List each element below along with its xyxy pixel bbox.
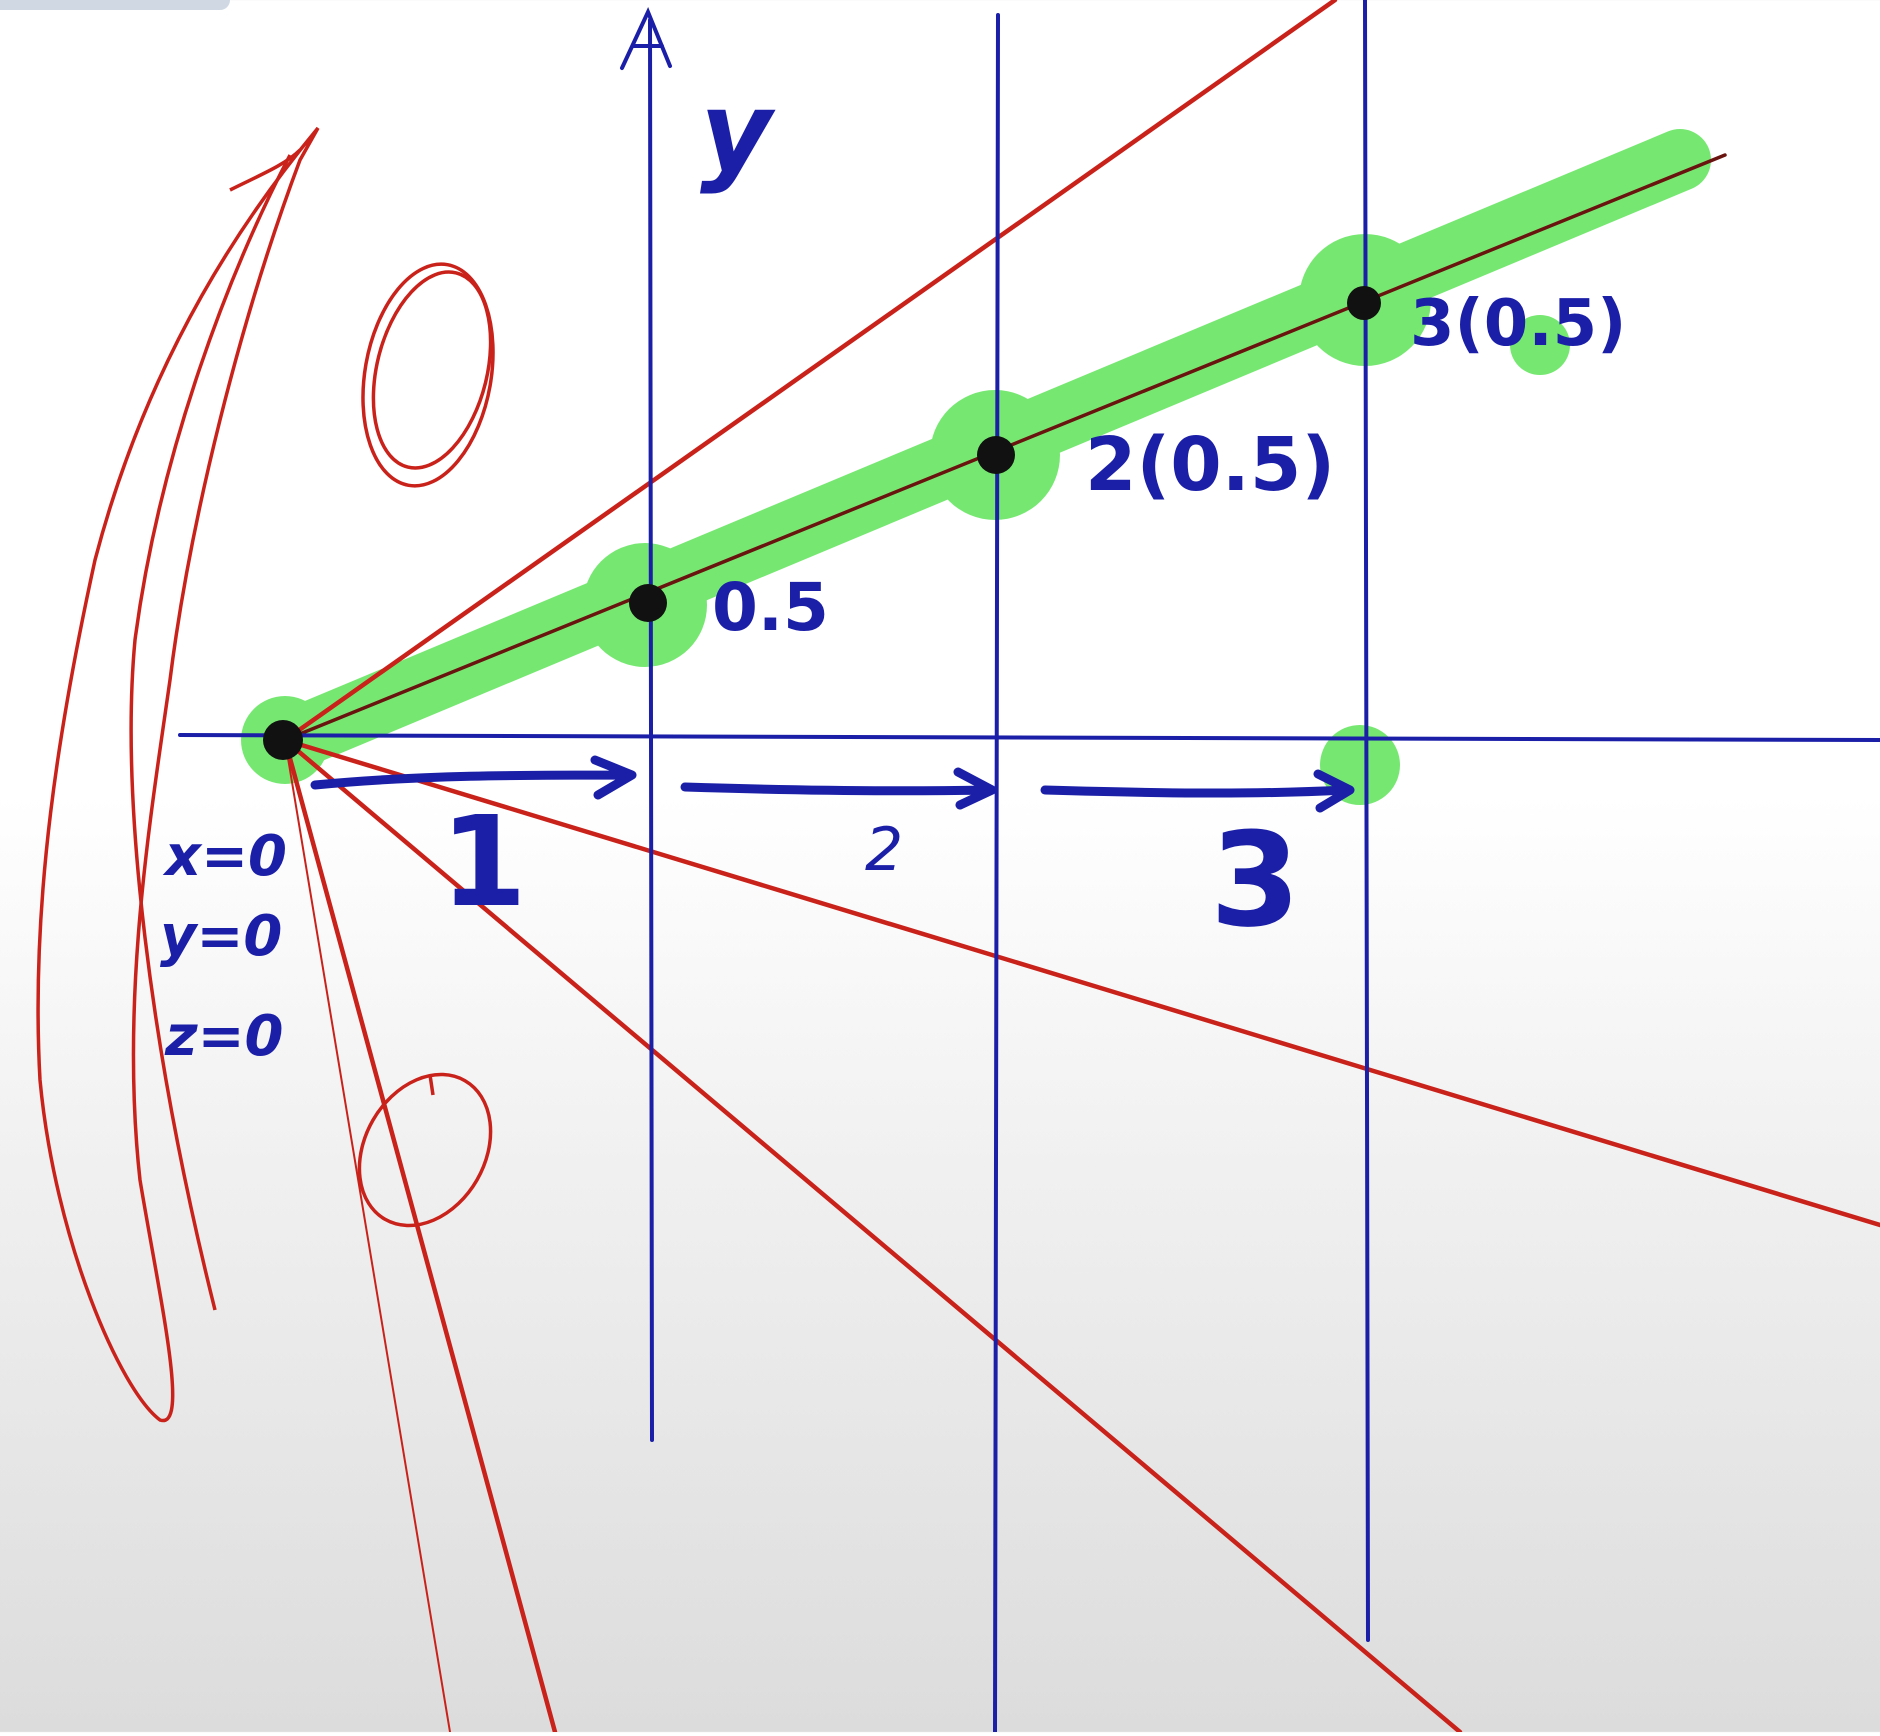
tall-object-outline xyxy=(36,126,320,1423)
red-shapes xyxy=(36,126,495,1423)
lower-oval-tick xyxy=(428,1074,435,1096)
ui-tab-sliver xyxy=(0,0,230,10)
ray-lower-4 xyxy=(284,739,451,1733)
upper-oval-object-trace xyxy=(371,270,493,470)
point-1 xyxy=(629,584,667,622)
y-axis xyxy=(648,18,654,1442)
step-3-label: 3 xyxy=(1210,804,1300,956)
origin-z-label: z=0 xyxy=(164,1004,283,1069)
origin-y-label: y=0 xyxy=(160,904,282,969)
step-1-label: 1 xyxy=(440,790,527,935)
point-1-label: 0.5 xyxy=(712,569,829,646)
vertical-line-2 xyxy=(993,13,1000,1734)
point-2 xyxy=(977,436,1015,474)
y-axis-arrowhead-icon xyxy=(620,6,672,70)
origin-x-label: x=0 xyxy=(162,824,287,889)
tall-object-inner xyxy=(129,154,292,1311)
ray-lower-3 xyxy=(282,737,558,1735)
highlight-label-3 xyxy=(1510,315,1570,375)
step-arrow-icon xyxy=(680,767,997,810)
step-arrows xyxy=(310,755,1355,813)
upper-oval-object xyxy=(361,262,495,488)
ray-lower-2 xyxy=(282,737,1463,1735)
vertical-line-3 xyxy=(1363,0,1370,1642)
point-3-label: 3(0.5) xyxy=(1410,287,1626,361)
labels: y x=0 y=0 z=0 1 2 3 0.5 2(0.5) 3(0.5) xyxy=(160,68,1626,1069)
point-2-label: 2(0.5) xyxy=(1085,422,1335,508)
points xyxy=(263,286,1381,760)
ray-lower-1 xyxy=(282,737,1880,1228)
blue-axes xyxy=(178,0,1880,1734)
green-highlight xyxy=(241,129,1711,805)
tall-object-top xyxy=(229,148,302,192)
x-axis xyxy=(178,733,1880,742)
origin-point xyxy=(263,720,303,760)
point-3 xyxy=(1347,286,1381,320)
step-2-label: 2 xyxy=(865,815,903,885)
step-arrow-icon xyxy=(310,755,637,800)
step-arrow-icon xyxy=(1040,769,1355,813)
y-axis-label: y xyxy=(700,68,776,196)
ray-upper xyxy=(282,0,1338,743)
lower-oval-object xyxy=(357,1072,493,1228)
